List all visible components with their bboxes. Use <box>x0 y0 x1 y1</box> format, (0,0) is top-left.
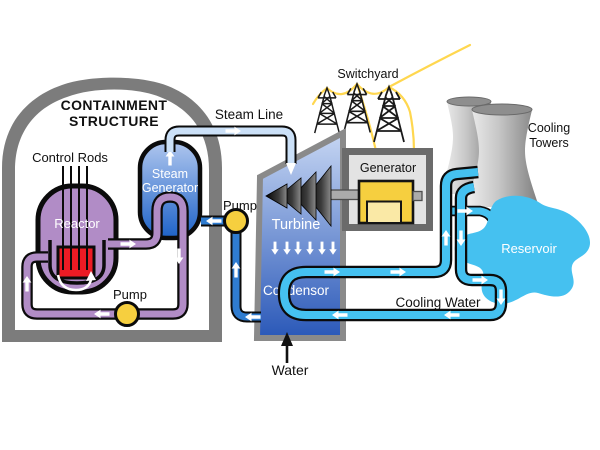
water-arrow-head <box>281 332 293 346</box>
reactor-flow-arrow <box>56 274 93 292</box>
reservoir-label: Reservoir <box>501 241 557 256</box>
cooling-tower-front <box>465 110 539 207</box>
primary-pipe-fill <box>23 193 187 318</box>
cooling-water-pipe-fill <box>280 168 505 319</box>
cooling-tower-back-rim <box>446 96 492 107</box>
switchyard: Switchyard <box>311 43 472 153</box>
containment-label-line1: CONTAINMENT <box>61 97 168 113</box>
cooling-water-label: Cooling Water <box>395 295 481 310</box>
generator-label: Generator <box>360 161 416 175</box>
generator-shaft-stub <box>412 190 423 202</box>
primary-pump: Pump <box>113 287 147 327</box>
turbine-condensor-block <box>253 128 346 341</box>
feedwater-pump-body <box>223 208 249 234</box>
steam-generator-label-line1: Steam <box>152 167 188 181</box>
switchyard-wires <box>311 43 472 153</box>
cooling-towers-label-line2: Towers <box>529 136 569 150</box>
cooling-tower-front-rim <box>471 103 533 116</box>
reactor-shroud <box>48 240 106 285</box>
steam-generator-label-line2: Generator <box>142 181 198 195</box>
control-rods-label: Control Rods <box>32 150 108 165</box>
reactor-internals: Reactor Control Rods <box>32 150 108 292</box>
generator-assembly: Generator <box>324 148 433 231</box>
steam-generator-details: Steam Generator <box>142 150 198 195</box>
switchyard-label: Switchyard <box>337 67 398 81</box>
steam-line: Steam Line <box>164 107 297 175</box>
reactor-flow-arrowhead <box>86 271 96 281</box>
cooling-water-loop: Cooling Water <box>277 165 508 322</box>
cooling-towers-label-line1: Cooling <box>528 121 570 135</box>
primary-coolant-loop <box>21 191 189 320</box>
cooling-towers: Cooling Towers <box>441 96 570 207</box>
containment-structure: CONTAINMENT STRUCTURE <box>2 77 222 342</box>
steam-line-label: Steam Line <box>215 107 283 122</box>
containment-label-line2: STRUCTURE <box>69 113 159 129</box>
control-rods <box>62 166 88 270</box>
condensor-label: Condensor <box>263 283 330 298</box>
turbine-blades <box>265 164 332 228</box>
generator-machine-inner <box>366 200 402 224</box>
turbine-label: Turbine <box>272 217 321 233</box>
water-label: Water <box>272 362 309 378</box>
feedwater-pump-label: Pump <box>223 198 257 213</box>
reactor-label: Reactor <box>54 216 100 231</box>
primary-pump-body <box>114 301 140 327</box>
feedwater-line: Pump <box>201 198 261 323</box>
steam-nozzle-spray <box>286 163 296 175</box>
primary-pump-label: Pump <box>113 287 147 302</box>
